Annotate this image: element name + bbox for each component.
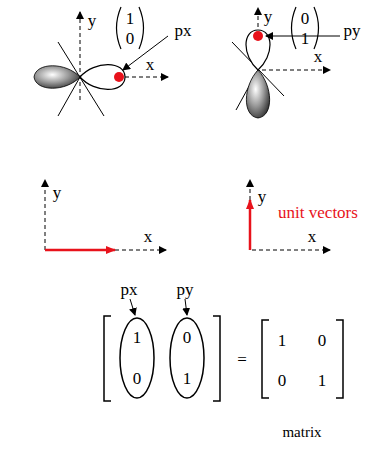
matrix-caption: matrix [282,425,321,440]
px-orbital [34,7,168,116]
math-label: y [258,188,267,205]
math-label: y [264,8,273,25]
math-label: x [308,228,317,245]
math-label: x [146,56,155,73]
math-label: 0 [126,30,135,47]
math-label: px [175,22,192,39]
math-label: px [121,281,138,298]
math-label: x [314,48,323,65]
math-label: 1 [318,372,327,389]
vector-entry: 0 [183,329,192,346]
math-label: x [144,228,153,245]
vector-entry: 0 [133,370,142,387]
math-label: = [237,351,247,368]
math-label: 1 [278,332,287,349]
vector-entry: 1 [133,329,142,346]
vector-entry: 1 [183,370,192,387]
math-label: y [88,12,97,29]
math-label: py [177,281,194,298]
math-label: 1 [301,30,310,47]
math-label: 1 [126,10,135,27]
math-label: y [53,184,62,201]
math-label: 0 [278,372,287,389]
py-orbital [232,7,340,118]
column-vector-oval: 01 [169,317,205,399]
math-label: py [344,22,361,39]
matrix-equation [104,299,343,401]
math-label: 0 [301,10,310,27]
unit-vectors-note: unit vectors [278,204,358,221]
math-label: 0 [318,332,327,349]
column-vector-oval: 10 [119,317,155,399]
